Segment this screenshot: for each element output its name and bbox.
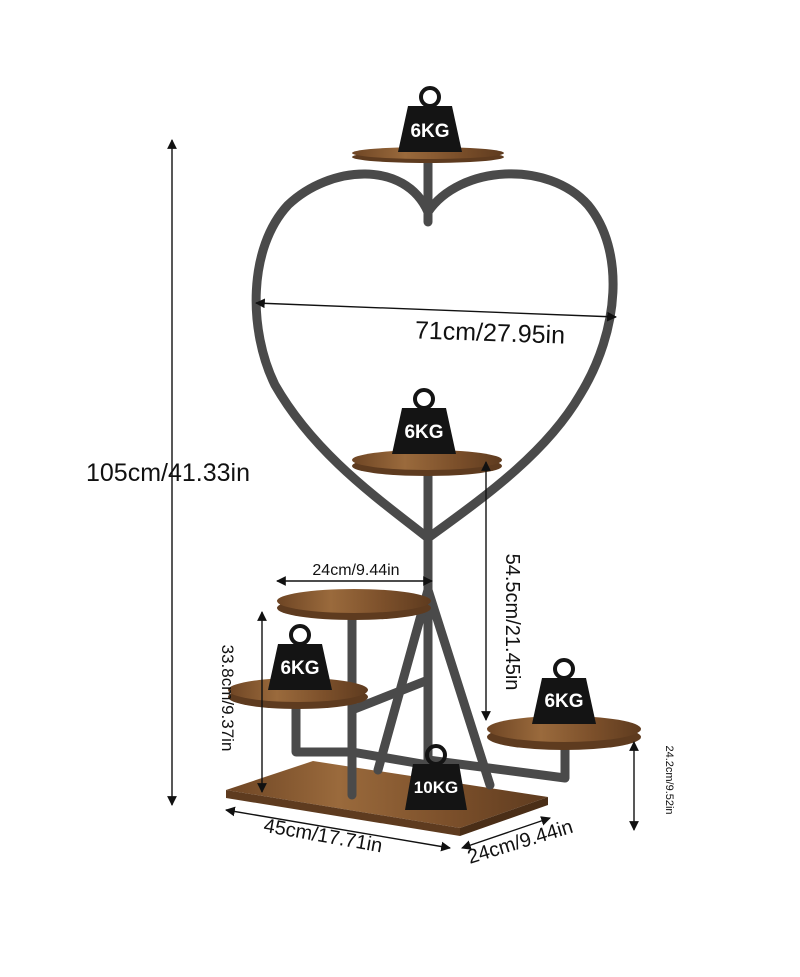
base-length-line [225, 806, 451, 852]
base-length-label: 45cm/17.71in [262, 815, 384, 858]
total-height-label: 105cm/41.33in [86, 459, 250, 487]
shelf-middle [352, 450, 502, 476]
weight-right-label: 6KG [544, 691, 583, 712]
heart-width-line [255, 298, 617, 322]
small-shelf-width-label: 24cm/9.44in [312, 562, 399, 579]
right-height-label: 24.2cm/9.52in [663, 745, 675, 814]
weight-right-icon: 6KG [532, 658, 596, 724]
weight-base-label: 10KG [414, 778, 458, 797]
weight-middle-label: 6KG [404, 422, 443, 443]
weight-top-icon: 6KG [398, 86, 462, 152]
metal-frame [251, 150, 618, 800]
shelf-small-upper [277, 589, 431, 620]
weight-left-icon: 6KG [268, 624, 332, 690]
weight-left-label: 6KG [280, 658, 319, 679]
base-depth-line [461, 816, 551, 850]
left-height-label: 33.8cm/9.37in [218, 645, 237, 752]
weight-top-label: 6KG [410, 121, 449, 142]
heart-width-label: 71cm/27.95in [415, 316, 566, 349]
weight-base-icon: 10KG [405, 744, 467, 810]
weight-middle-icon: 6KG [392, 388, 456, 454]
middle-height-label: 54.5cm/21.45in [501, 554, 523, 691]
shelf-top [352, 147, 504, 163]
shelf-right [487, 716, 641, 750]
